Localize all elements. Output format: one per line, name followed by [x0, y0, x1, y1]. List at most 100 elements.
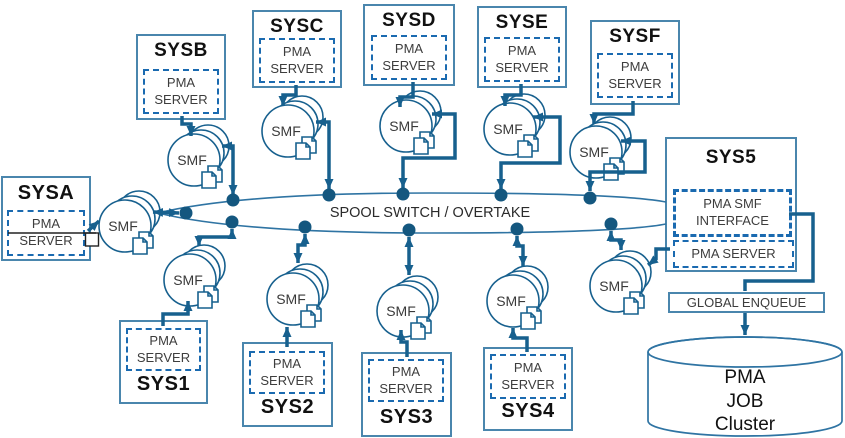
- pma-server-label-line2: SERVER: [379, 380, 433, 396]
- pma-server-label-line2: SERVER: [154, 91, 208, 107]
- pma-server-box: PMA SERVER: [143, 69, 219, 114]
- smf-stack-syse: [483, 93, 546, 158]
- smf-stack-sys2: [266, 263, 329, 328]
- pma-server-label-line2: SERVER: [495, 59, 549, 75]
- system-title: SYS4: [501, 400, 555, 422]
- pma-server-label-line2: SERVER: [136, 349, 191, 365]
- connector-sysd-smf-switch: [398, 109, 457, 188]
- pma-server-label-line2: SERVER: [608, 75, 662, 91]
- smf-label: SMF: [173, 272, 203, 288]
- smf-stack-sys4: [486, 265, 549, 330]
- system-box-sysf: SYSF PMA SERVER: [590, 20, 680, 105]
- connection-dot: [494, 188, 508, 202]
- system-box-sysa: SYSA PMA SERVER: [1, 176, 91, 261]
- system-box-sys1: PMA SERVER SYS1: [119, 320, 208, 404]
- smf-label: SMF: [271, 123, 301, 139]
- cluster-label-line1: PMA: [724, 367, 766, 388]
- system-title: SYS3: [379, 406, 434, 428]
- connection-dot: [298, 220, 312, 234]
- cluster-label-line2: JOB: [727, 391, 764, 412]
- pma-job-cluster-cylinder: PMA JOB Cluster: [647, 336, 843, 437]
- system-box-sys3: PMA SERVER SYS3: [361, 352, 452, 437]
- connector-sysa-smf-switch: [152, 207, 180, 218]
- system-title: SYSF: [609, 26, 661, 47]
- global-enqueue-box: GLOBAL ENQUEUE: [668, 292, 825, 313]
- pma-server-label-line1: PMA: [272, 355, 302, 371]
- pma-server-label-line1: PMA: [394, 40, 424, 56]
- pma-server-label-line1: PMA: [507, 42, 537, 58]
- smf-label: SMF: [386, 303, 416, 319]
- connector-switch-sys5-smf: [606, 231, 626, 250]
- connection-dot: [226, 193, 240, 207]
- pma-server-box: PMA SERVER: [7, 210, 85, 256]
- smf-stack-sysb: [167, 124, 230, 189]
- pma-server-label-line2: SERVER: [260, 372, 314, 388]
- smf-stack-sysa: [98, 190, 161, 255]
- pma-server-box: PMA SERVER: [368, 359, 444, 402]
- connection-dot: [179, 206, 193, 220]
- connection-dot: [510, 222, 524, 236]
- system-box-sysb: SYSB PMA SERVER: [136, 34, 226, 120]
- pma-server-label-line2: SERVER: [382, 57, 436, 73]
- connector-sysc-smf-switch: [316, 117, 334, 189]
- smf-stack-sysc: [261, 95, 324, 160]
- pma-server-label-line1: PMA: [282, 43, 312, 59]
- pma-server-label-line1: PMA: [166, 74, 196, 90]
- global-enqueue-label: GLOBAL ENQUEUE: [686, 295, 807, 310]
- pma-server-label-line1: PMA: [620, 58, 650, 74]
- connection-dot: [225, 215, 239, 229]
- pma-server-box: PMA SERVER: [490, 354, 566, 399]
- connector-sysc-server-smf: [278, 85, 298, 106]
- system-title: SYSA: [17, 182, 75, 204]
- smf-stack-sysd: [379, 90, 442, 155]
- pma-server-label: PMA SERVER: [691, 245, 776, 261]
- pma-server-label-line1: PMA: [513, 359, 543, 375]
- connection-dot: [604, 217, 618, 231]
- pma-server-label-line2: SERVER: [501, 376, 555, 392]
- pma-server-box: PMA SERVER: [249, 351, 325, 394]
- pma-server-box: PMA SERVER: [259, 38, 335, 83]
- pma-server-box: PMA SERVER: [126, 328, 201, 371]
- system-box-sysd: SYSD PMA SERVER: [363, 4, 455, 86]
- connection-dot: [402, 223, 416, 237]
- smf-label: SMF: [579, 144, 609, 160]
- smf-label: SMF: [599, 278, 629, 294]
- system-title: SYSB: [154, 40, 208, 61]
- smf-label: SMF: [276, 291, 306, 307]
- smf-label: SMF: [493, 121, 523, 137]
- pma-server-box: PMA SERVER: [484, 37, 560, 82]
- pma-server-box: PMA SERVER: [371, 35, 447, 80]
- smf-stack-sys1: [163, 244, 226, 309]
- system-box-sys4: PMA SERVER SYS4: [483, 347, 573, 431]
- connection-dot: [322, 188, 336, 202]
- smf-stack-sysf: [569, 116, 632, 181]
- pma-server-label-line2: SERVER: [270, 60, 324, 76]
- system-box-sysc: SYSC PMA SERVER: [252, 10, 342, 88]
- system-title: SYS2: [260, 396, 315, 418]
- system-title: SYS5: [705, 147, 757, 168]
- pma-smf-interface-label-line2: INTERFACE: [696, 213, 769, 228]
- pma-server-box: PMA SERVER: [597, 53, 673, 98]
- connection-dot: [396, 187, 410, 201]
- system-title: SYSC: [270, 16, 324, 37]
- pma-smf-interface-label-line1: PMA SMF: [703, 196, 762, 212]
- cluster-label-line3: Cluster: [715, 414, 776, 435]
- pma-server-box: PMA SERVER: [673, 240, 794, 268]
- system-box-sys2: PMA SERVER SYS2: [242, 342, 333, 427]
- system-title: SYS1: [136, 373, 191, 395]
- connector-switch-sys2-smf: [293, 234, 310, 263]
- pma-server-label-line1: PMA: [149, 332, 178, 348]
- connector-syse-smf-switch: [496, 112, 562, 189]
- pma-server-label-line1: PMA: [391, 363, 421, 379]
- smf-stack-sys3: [376, 275, 439, 340]
- connector-sysb-smf-switch: [222, 141, 238, 195]
- pma-server-label-line1: PMA: [31, 216, 61, 232]
- system-title: SYSD: [382, 10, 436, 31]
- connector-switch-sys1-smf: [194, 229, 237, 246]
- system-title: SYSE: [495, 12, 549, 33]
- pma-server-label-line2: SERVER: [19, 233, 73, 248]
- connector-switch-sys4-smf: [512, 236, 528, 266]
- system-box-syse: SYSE PMA SERVER: [477, 6, 567, 88]
- connector-sysf-smf-switch: [585, 136, 647, 191]
